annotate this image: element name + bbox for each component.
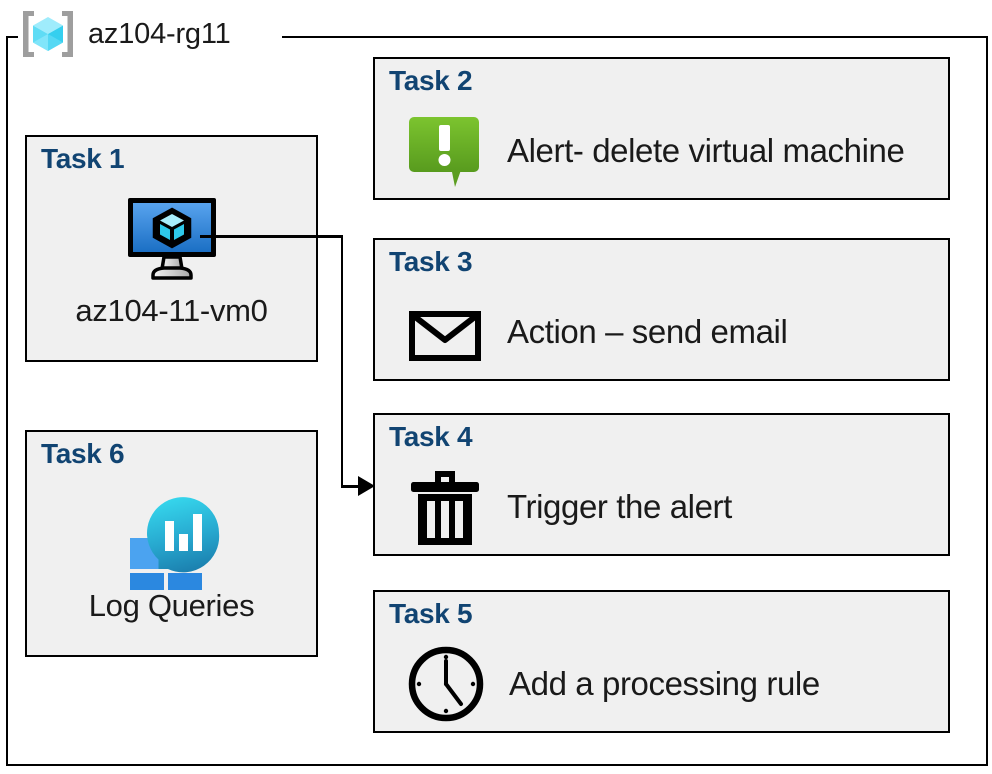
task-1-icon-wrap <box>27 195 316 286</box>
task-1-box[interactable]: Task 1 <box>25 135 318 362</box>
task-6-icon-wrap <box>27 490 316 604</box>
alert-bubble-icon <box>405 111 485 191</box>
resource-group-frame-bottom <box>6 764 988 766</box>
task-5-row: Add a processing rule <box>405 640 942 728</box>
task-5-box[interactable]: Task 5 Add a processing rule <box>373 590 950 733</box>
task-3-box[interactable]: Task 3 Action – send email <box>373 238 950 381</box>
task-3-label: Task 3 <box>389 246 473 277</box>
resource-group-frame-right <box>986 36 988 766</box>
task-6-caption: Log Queries <box>88 588 255 623</box>
task-2-label: Task 2 <box>389 65 473 96</box>
task-4-box[interactable]: Task 4 Trigger the alert <box>373 413 950 556</box>
task-2-row: Alert- delete virtual machine <box>405 107 942 195</box>
task-1-caption: az104-11-vm0 <box>75 293 268 328</box>
trash-icon <box>405 465 485 549</box>
task-5-text: Add a processing rule <box>509 665 820 702</box>
task-5-label: Task 5 <box>389 598 473 629</box>
clock-icon <box>405 643 487 725</box>
envelope-icon <box>405 292 485 372</box>
connector-segment-horizontal-top <box>200 235 343 238</box>
connector-segment-vertical <box>340 235 343 487</box>
task-2-box[interactable]: Task 2 Alert- delete virtual machin <box>373 57 950 200</box>
task-6-label: Task 6 <box>41 438 125 469</box>
virtual-machine-icon <box>124 195 220 286</box>
task-3-text: Action – send email <box>507 313 788 350</box>
task-1-label: Task 1 <box>41 143 125 174</box>
resource-group-frame-top-right <box>282 36 988 38</box>
task-4-row: Trigger the alert <box>405 463 942 551</box>
task-4-label: Task 4 <box>389 421 473 452</box>
task-4-text: Trigger the alert <box>507 488 732 525</box>
resource-group-name: az104-rg11 <box>88 17 231 50</box>
connector-segment-horizontal-bottom <box>340 485 366 488</box>
task-3-row: Action – send email <box>405 288 942 376</box>
resource-group-frame-left <box>6 36 8 766</box>
task-2-text: Alert- delete virtual machine <box>507 132 905 169</box>
log-analytics-icon <box>116 490 228 604</box>
resource-group-frame-top-left <box>6 36 18 38</box>
task-6-box[interactable]: Task 6 <box>25 430 318 657</box>
connector-arrowhead-icon <box>358 476 375 496</box>
resource-group-header: az104-rg11 <box>18 5 231 63</box>
resource-group-icon <box>18 8 78 60</box>
